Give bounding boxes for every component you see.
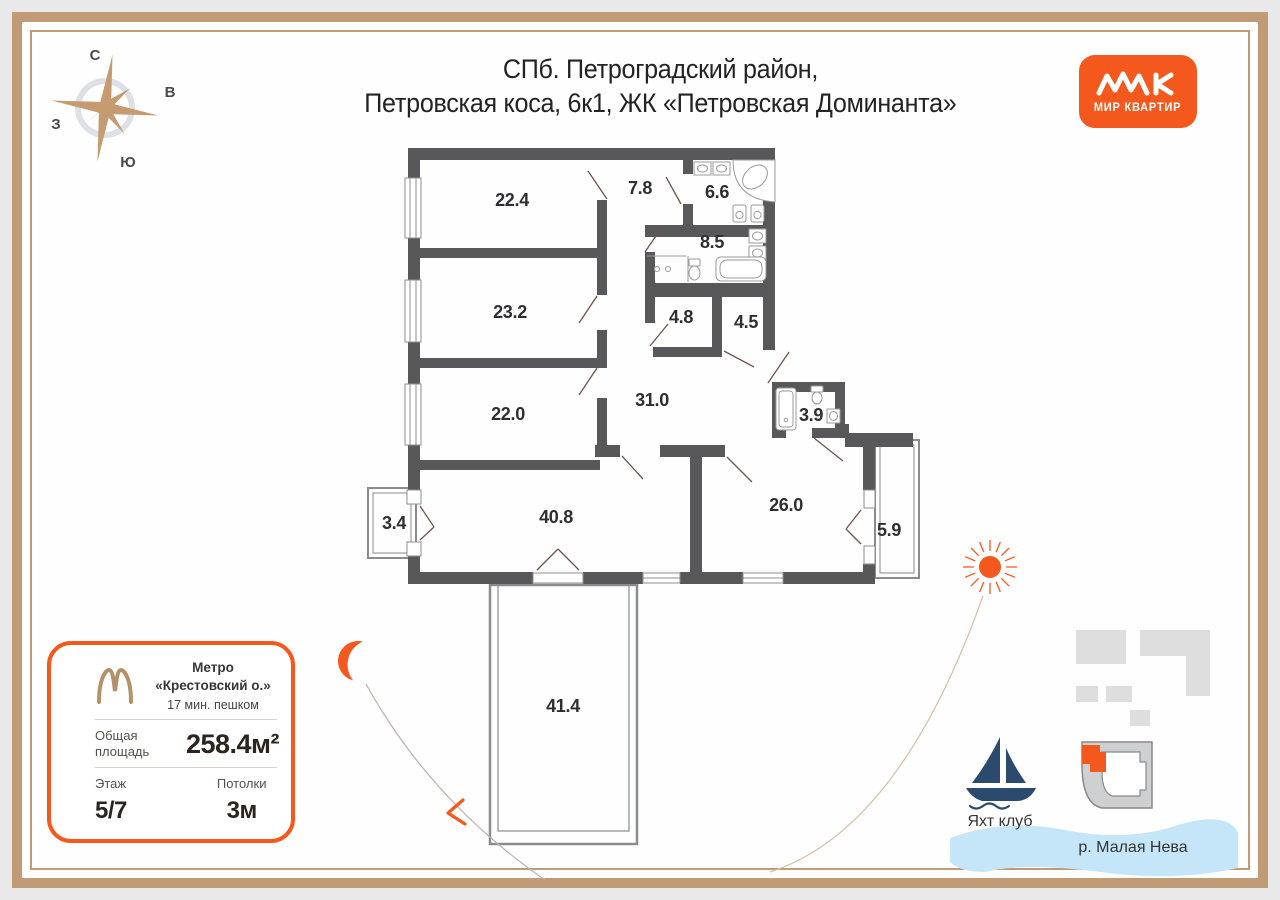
mir-kvartir-logo: МИР КВАРТИР	[1079, 55, 1197, 128]
total-area-row: Общая площадь 258.4м²	[95, 728, 280, 760]
site-plan-landmarks: р. Малая Нева Яхт клуб	[950, 630, 1238, 877]
room-area-6-6: 6.6	[705, 182, 729, 202]
facts-row: Этаж 5/7 Потолки 3м	[95, 776, 279, 825]
apartment-location-marker	[1082, 745, 1106, 772]
apartment-plan: 22.4 7.8 6.6 8.5 23.2 4.8 4.5 22.0 31.0 …	[367, 148, 920, 846]
room-area-22-4: 22.4	[495, 190, 529, 210]
river-shape	[950, 819, 1238, 877]
room-area-31-0: 31.0	[635, 390, 669, 410]
room-area-8-5: 8.5	[700, 232, 724, 252]
arc-arrowhead-icon	[446, 798, 467, 826]
room-area-4-8: 4.8	[669, 307, 693, 327]
river-label: р. Малая Нева	[1078, 839, 1187, 856]
ceiling-fact: Потолки 3м	[204, 776, 279, 825]
floor-fact: Этаж 5/7	[95, 776, 180, 825]
apartment-info-card: Метро «Крестовский о.» 17 мин. пешком Об…	[47, 641, 295, 843]
card-divider	[95, 719, 277, 720]
compass-south-label: Ю	[120, 154, 135, 171]
floor-value: 5/7	[95, 797, 127, 824]
bathroom-fixtures	[647, 159, 841, 431]
room-area-labels: 22.4 7.8 6.6 8.5 23.2 4.8 4.5 22.0 31.0 …	[382, 178, 902, 716]
compass-rose-icon: С В З Ю	[51, 47, 176, 171]
decorative-frame-inner	[30, 30, 1250, 870]
room-area-3-4: 3.4	[382, 513, 406, 533]
compass-north-label: С	[90, 47, 101, 64]
windows	[404, 177, 876, 584]
door-swings	[419, 170, 862, 571]
room-area-40-8: 40.8	[539, 507, 573, 527]
title-line-1: СПб. Петроградский район,	[502, 54, 818, 84]
walls	[408, 148, 913, 584]
total-area-label: Общая площадь	[95, 728, 150, 759]
room-area-23-2: 23.2	[493, 302, 527, 322]
title-line-2: Петровская коса, 6к1, ЖК «Петровская Дом…	[363, 88, 957, 118]
sun-path-decoration	[338, 540, 1017, 881]
room-area-22-0: 22.0	[491, 404, 525, 424]
compass-east-label: В	[165, 84, 176, 101]
page-title: СПб. Петроградский район, Петровская кос…	[140, 52, 1180, 120]
ceiling-value: 3м	[226, 797, 258, 824]
metro-station-label: Метро «Крестовский о.»	[155, 660, 271, 693]
metro-row: Метро «Крестовский о.» 17 мин. пешком	[95, 659, 279, 712]
neighbor-buildings-icon	[1076, 630, 1210, 726]
room-area-3-9: 3.9	[799, 405, 823, 425]
ceiling-label: Потолки	[216, 776, 267, 791]
moon-icon	[338, 641, 363, 681]
metro-text: Метро «Крестовский о.» 17 мин. пешком	[147, 659, 279, 712]
total-area-value: 258.4м²	[185, 728, 280, 759]
brand-name: МИР КВАРТИР	[1094, 101, 1182, 114]
room-area-41-4: 41.4	[546, 696, 580, 716]
residence-building-icon	[1081, 741, 1153, 809]
room-area-4-5: 4.5	[734, 312, 758, 332]
room-area-5-9: 5.9	[877, 520, 901, 540]
room-area-26-0: 26.0	[769, 495, 803, 515]
floor-label: Этаж	[95, 776, 127, 791]
yacht-club-icon	[966, 737, 1036, 810]
yacht-club-label: Яхт клуб	[967, 813, 1032, 830]
card-divider-2	[95, 767, 277, 768]
metro-icon	[97, 667, 133, 704]
sun-icon	[963, 540, 1017, 594]
mir-kvartir-mark-icon	[1096, 71, 1174, 95]
room-area-7-8: 7.8	[628, 178, 652, 198]
balcony-outlines	[367, 439, 920, 846]
metro-walk-label: 17 мин. пешком	[167, 698, 259, 712]
compass-west-label: З	[51, 116, 60, 133]
